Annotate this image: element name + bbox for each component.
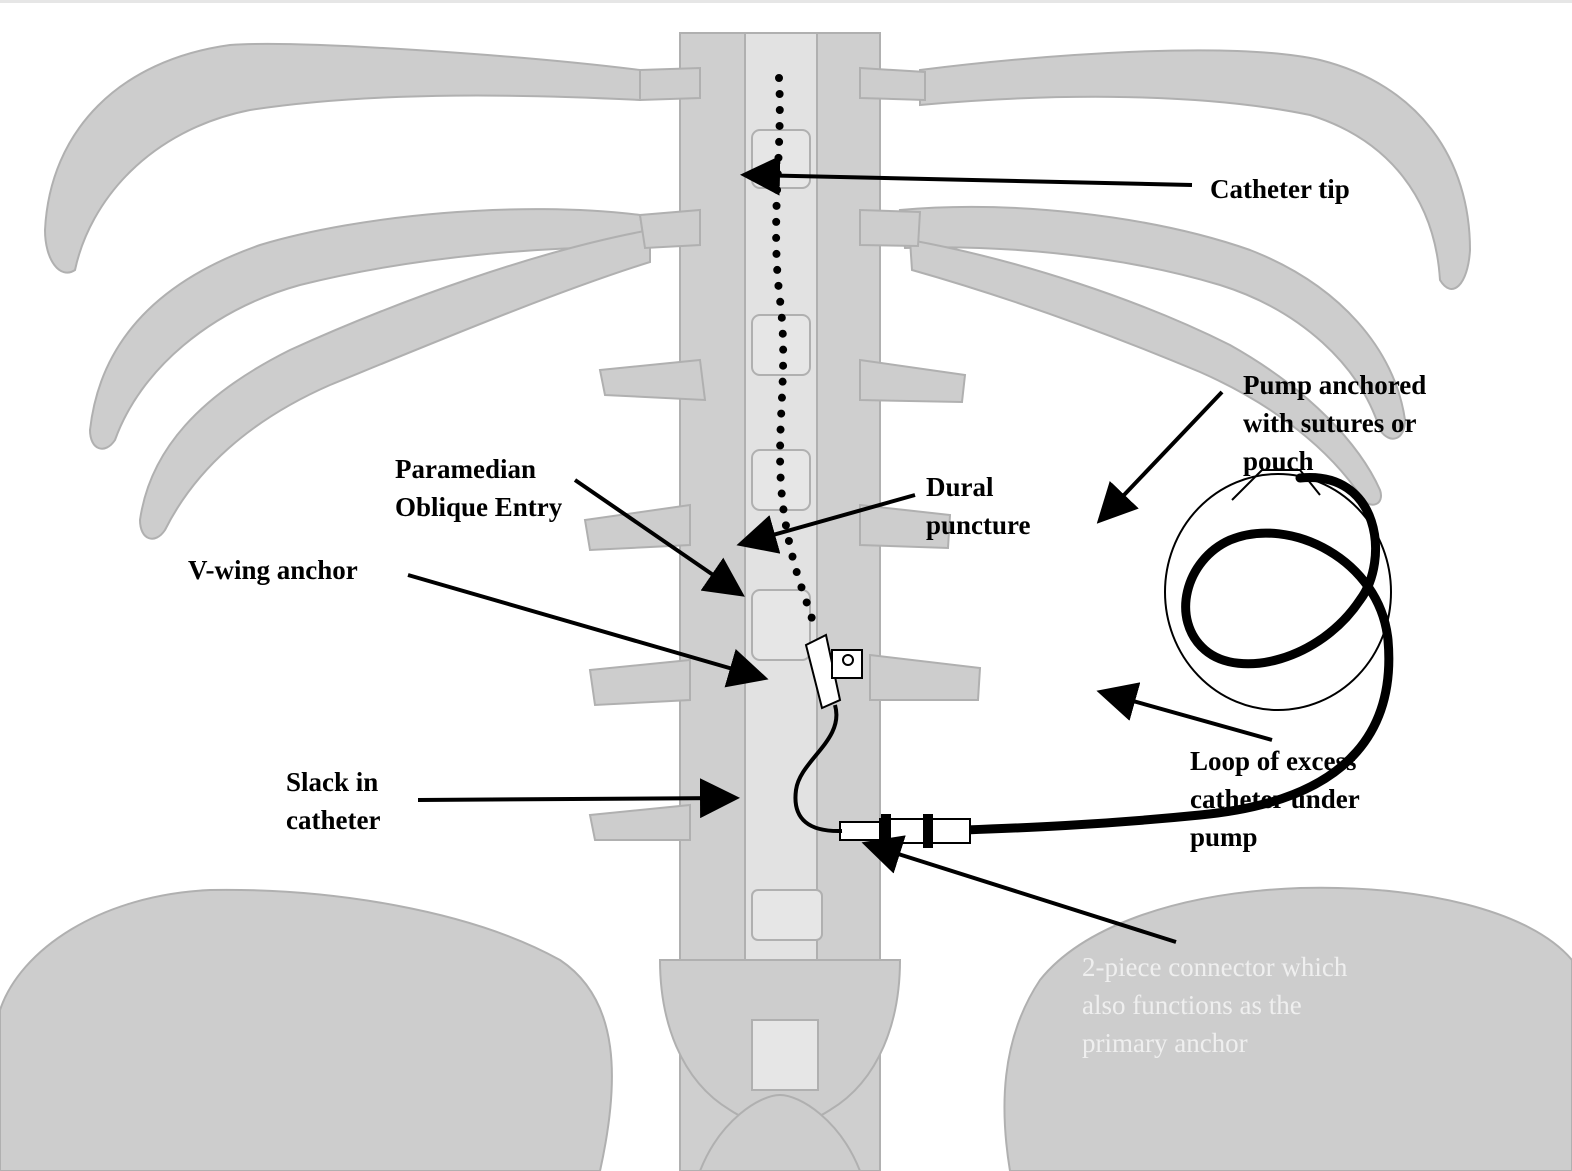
label-line: with sutures or xyxy=(1243,404,1426,442)
label-line: Pump anchored xyxy=(1243,366,1426,404)
label-line: V-wing anchor xyxy=(188,551,358,589)
label-line: catheter xyxy=(286,801,380,839)
label-loop-excess: Loop of excess catheter under pump xyxy=(1190,742,1360,856)
label-catheter-tip: Catheter tip xyxy=(1210,170,1350,208)
label-pump-anchored: Pump anchored with sutures or pouch xyxy=(1243,366,1426,480)
label-line: Paramedian xyxy=(395,450,562,488)
label-paramedian-entry: Paramedian Oblique Entry xyxy=(395,450,562,526)
label-line: catheter under xyxy=(1190,780,1360,818)
label-line: Loop of excess xyxy=(1190,742,1360,780)
arrow-connector xyxy=(873,846,1176,942)
pump xyxy=(1165,470,1391,710)
label-line: Dural xyxy=(926,468,1031,506)
label-line: Oblique Entry xyxy=(395,488,562,526)
label-line: pouch xyxy=(1243,442,1426,480)
label-line: pump xyxy=(1190,818,1360,856)
label-line: primary anchor xyxy=(1082,1024,1347,1062)
label-connector: 2-piece connector which also functions a… xyxy=(1082,948,1347,1062)
label-line: also functions as the xyxy=(1082,986,1347,1024)
label-v-wing-anchor: V-wing anchor xyxy=(188,551,358,589)
label-line: 2-piece connector which xyxy=(1082,948,1347,986)
label-slack-catheter: Slack in catheter xyxy=(286,763,380,839)
arrow-pump-anchored xyxy=(1105,392,1222,515)
label-line: Slack in xyxy=(286,763,380,801)
vertebral-column xyxy=(585,33,980,1171)
label-dural-puncture: Dural puncture xyxy=(926,468,1031,544)
arrow-slack xyxy=(418,798,728,800)
label-line: Catheter tip xyxy=(1210,170,1350,208)
label-line: puncture xyxy=(926,506,1031,544)
